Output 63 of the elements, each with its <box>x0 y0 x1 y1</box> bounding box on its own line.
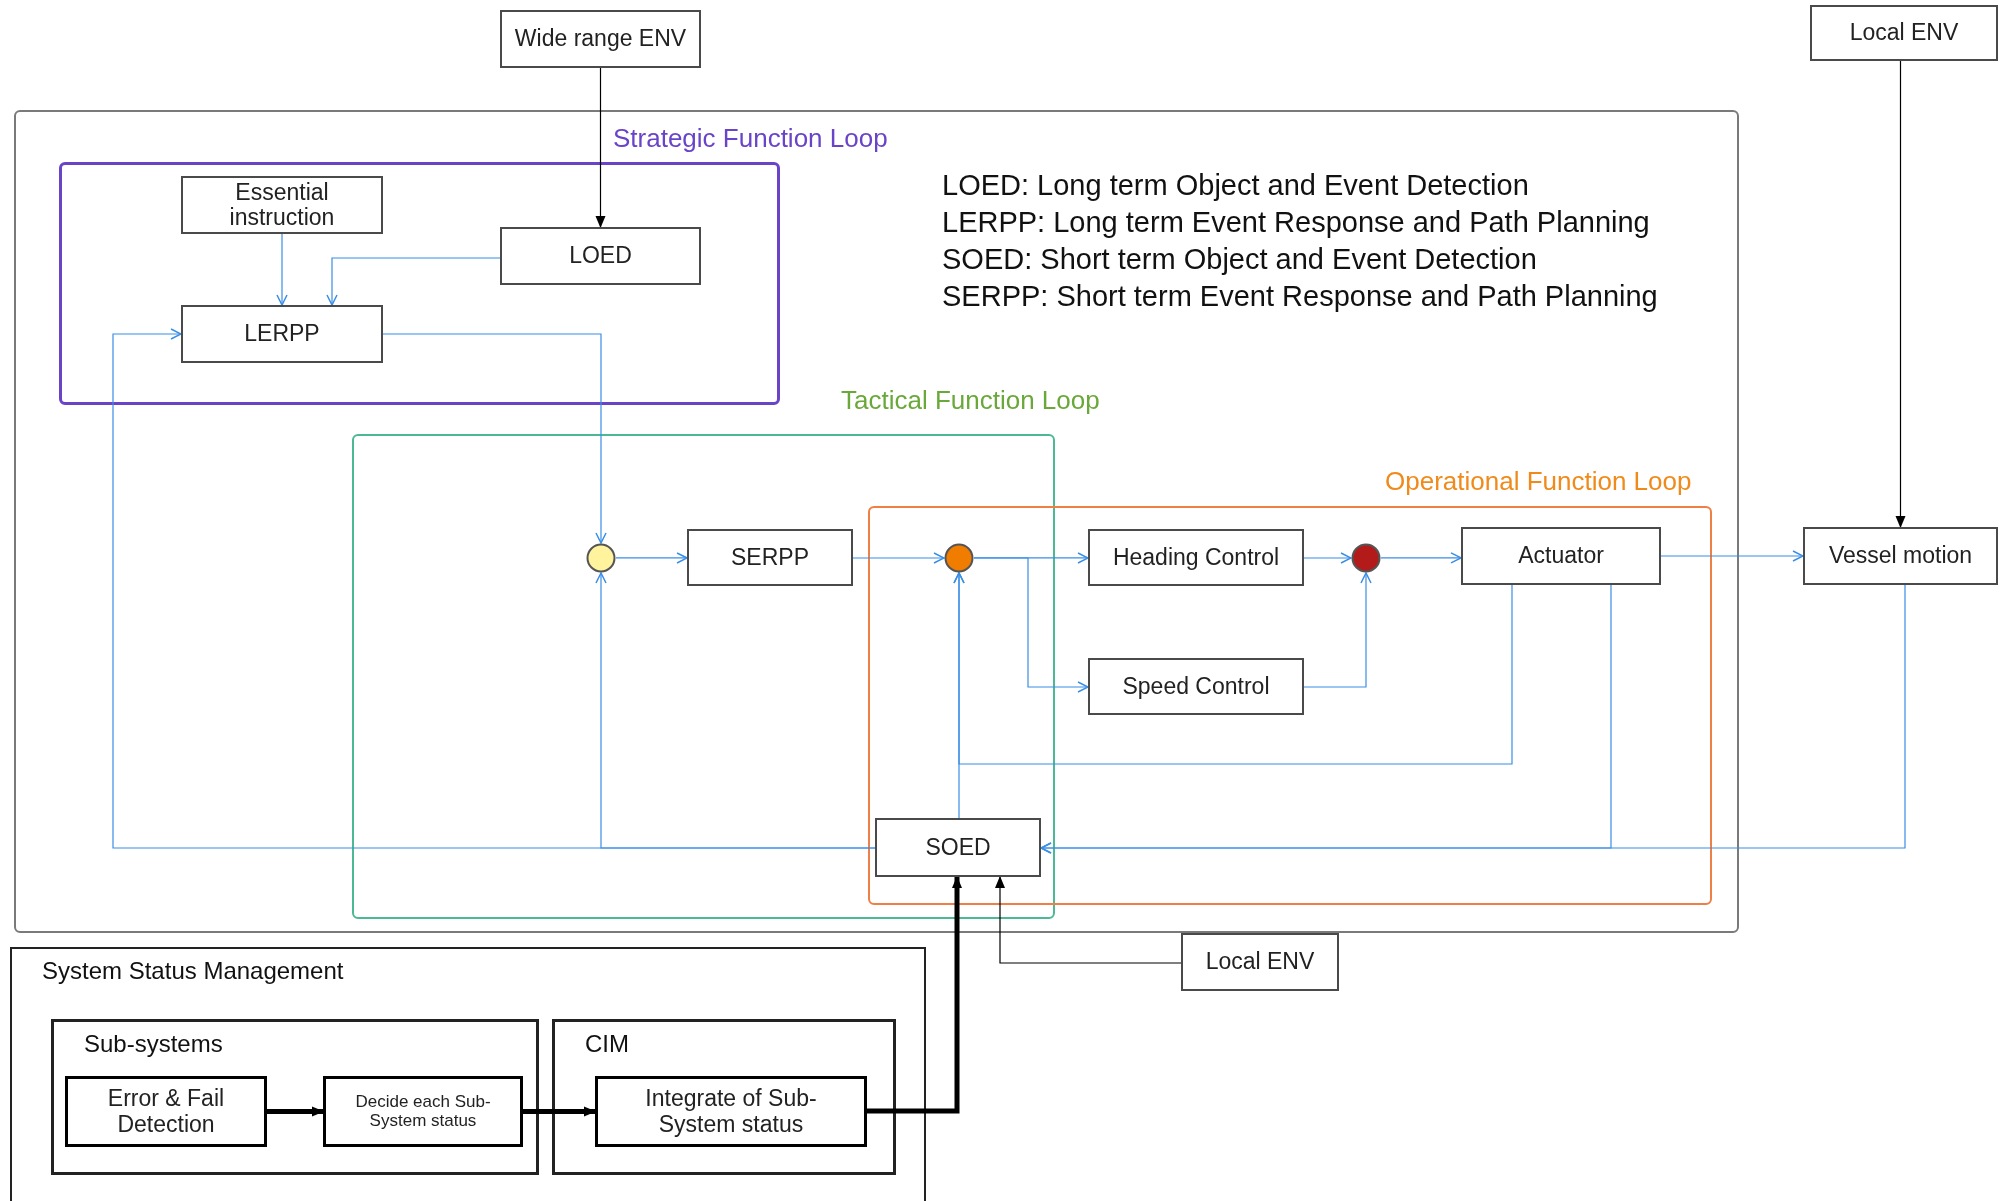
arrow <box>382 333 607 544</box>
box-label: Decide each Sub-System status <box>354 1092 492 1131</box>
definition-text: LERPP: Long term Event Response and Path Planning <box>942 206 1650 239</box>
group-frame <box>51 1019 539 1175</box>
arrow <box>595 67 606 228</box>
box-label: Actuator <box>1517 543 1605 569</box>
loop-title: Operational Function Loop <box>1385 466 1692 497</box>
arrow <box>953 572 965 819</box>
arrow <box>973 557 1089 693</box>
arrow <box>267 1106 324 1117</box>
arrow <box>112 328 876 849</box>
process-box <box>687 529 853 586</box>
box-label: Essential instruction <box>228 179 336 231</box>
box-label: Vessel motion <box>1827 543 1974 569</box>
arrow <box>326 257 501 306</box>
definition-text: SOED: Short term Object and Event Detection <box>942 243 1537 276</box>
process-box <box>1088 529 1304 586</box>
arrow <box>1040 584 1906 854</box>
process-box <box>1461 527 1661 585</box>
box-label: Local ENV <box>1848 20 1960 46</box>
process-box <box>1803 527 1998 585</box>
arrow <box>1380 552 1462 564</box>
box-label: Error & Fail Detection <box>106 1086 226 1137</box>
process-box <box>500 10 701 68</box>
loop-title: Tactical Function Loop <box>841 385 1100 416</box>
loop-title: Strategic Function Loop <box>613 123 888 154</box>
arrow <box>995 876 1182 964</box>
box-label: SERPP <box>730 544 810 571</box>
arrow <box>1895 60 1906 528</box>
arrow <box>1660 550 1804 562</box>
arrow <box>276 233 288 306</box>
arrow <box>1303 572 1372 688</box>
definition-text: LOED: Long term Object and Event Detection <box>942 169 1529 202</box>
group-title: System Status Management <box>42 957 344 985</box>
process-box <box>1181 933 1339 991</box>
box-label: Local ENV <box>1204 949 1316 975</box>
arrow <box>867 876 962 1114</box>
process-box <box>181 176 383 234</box>
box-label: Heading Control <box>1111 544 1281 571</box>
process-box <box>875 818 1041 877</box>
process-box <box>1088 658 1304 715</box>
box-label: LERPP <box>243 321 321 347</box>
box-label: Speed Control <box>1121 673 1271 700</box>
box-label: LOED <box>568 243 633 269</box>
definition-text: SERPP: Short term Event Response and Path Planning <box>942 280 1658 313</box>
process-box <box>500 227 701 285</box>
group-frame <box>552 1019 896 1175</box>
system-panel <box>14 110 1739 933</box>
box-label: Wide range ENV <box>513 26 688 52</box>
box-label: SOED <box>924 834 992 861</box>
arrow <box>615 552 688 564</box>
process-box <box>595 1076 867 1147</box>
group-title: CIM <box>585 1030 629 1058</box>
group-title: Sub-systems <box>84 1030 223 1058</box>
arrow <box>523 1106 596 1117</box>
arrow <box>1303 552 1352 564</box>
box-label: Integrate of Sub-System status <box>644 1086 818 1137</box>
arrow <box>852 552 945 564</box>
process-box <box>181 305 383 363</box>
group-frame <box>10 947 926 1201</box>
process-box <box>65 1076 267 1147</box>
process-box <box>1810 5 1998 61</box>
process-box <box>323 1076 523 1147</box>
